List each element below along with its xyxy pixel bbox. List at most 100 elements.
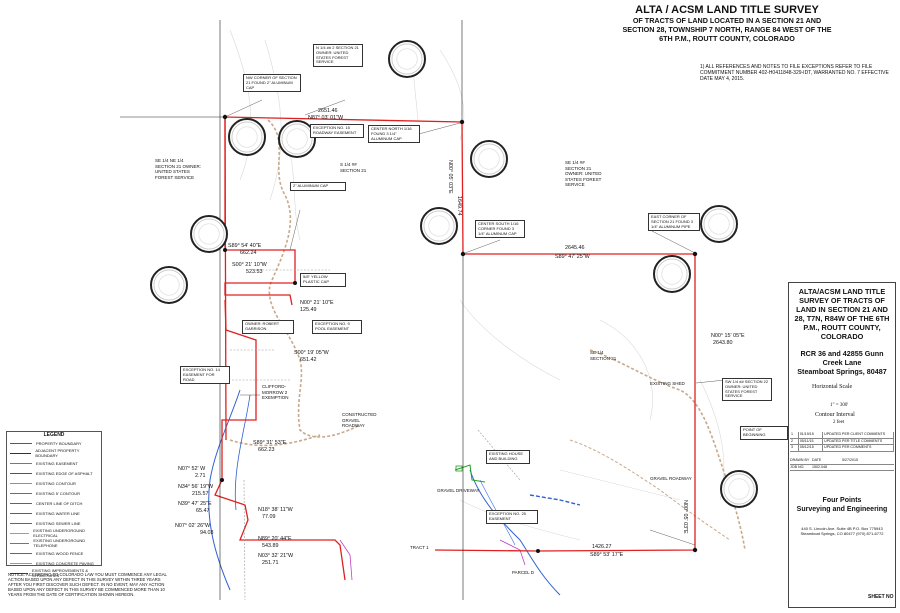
shed-label: EXISTING SHED: [650, 381, 685, 386]
title-line-3: SECTION 28, TOWNSHIP 7 NORTH, RANGE 84 W…: [622, 25, 832, 34]
general-note: 1) ALL REFERENCES AND NOTES TO FILE EXCE…: [700, 64, 889, 82]
legend-swatch: [10, 572, 28, 574]
gravel-roadway-path-3: [589, 349, 746, 551]
exception-label: EXCEPTION NO. 9 POOL EASEMENT: [312, 320, 362, 334]
point-of-beginning-label: POINT OF BEGINNING: [740, 426, 788, 440]
adjacent-boundaries: [120, 20, 464, 600]
title-block: ALTA/ACSM LAND TITLE SURVEY OF TRACTS OF…: [788, 282, 896, 608]
legend-item: ADJACENT PROPERTY BOUNDARY: [7, 448, 101, 458]
revision-date: 05/11/15: [799, 438, 824, 444]
bearing-label: N87° 03' 01"W: [308, 115, 344, 121]
bearing-label: N18° 38' 11"W: [258, 507, 293, 513]
legend-item-label: EXISTING WOOD FENCE: [36, 550, 84, 556]
gravel-roadway-path: [267, 119, 361, 438]
revision-desc: UPDATED PER COMMENTS: [823, 445, 894, 451]
bearing-distance: 543.89: [262, 543, 279, 549]
legend-item: EXISTING CONCRETE PAVING: [7, 558, 101, 568]
tract-label: TRACT 1: [410, 545, 429, 550]
legend: LEGEND PROPERTY BOUNDARY ADJACENT PROPERT…: [6, 431, 102, 578]
legend-swatch: [10, 502, 32, 504]
road-label: CONSTRUCTED GRAVEL ROADWAY: [342, 412, 377, 428]
contour-value: 2 feet: [833, 420, 845, 425]
legend-item-label: EXISTING UNDERGROUND ELECTRICAL: [33, 528, 85, 538]
leader-lines: [224, 99, 726, 546]
drawing-title: ALTA / ACSM LAND TITLE SURVEY OF TRACTS …: [612, 4, 842, 43]
legend-item-label: EXISTING WATER LINE: [36, 510, 80, 516]
legend-swatch: [10, 452, 32, 454]
legend-item: EXISTING EASEMENT: [7, 458, 101, 468]
bearing-distance: 251.71: [262, 560, 279, 566]
address-line-1: RCR 36 and 42855 Gunn: [800, 349, 884, 358]
corner-label: 2" ALUMINUM CAP: [290, 182, 346, 191]
legend-item: EXISTING WOOD FENCE: [7, 548, 101, 558]
title-line-1: ALTA / ACSM LAND TITLE SURVEY: [635, 4, 819, 16]
gravel-roadway-path-4: [569, 439, 731, 541]
water-line: [234, 394, 251, 511]
parcel-label: PARCEL D: [512, 570, 535, 575]
monument-markers: [220, 114, 698, 553]
bearing-distance: 523.53: [246, 269, 263, 275]
legend-item: EXISTING 5' CONTOUR: [7, 488, 101, 498]
bearing-label: N00° 15' 05"E: [711, 333, 745, 339]
company-line-2: Surveying and Engineering: [796, 506, 888, 513]
bearing-label: N89° 20' 44"E: [258, 536, 292, 542]
section-label: SE 1/4 ## SECTION 21 OWNER: UNITED STATE…: [565, 160, 602, 187]
bearing-label: N00° 05' 03"E: [682, 500, 688, 534]
title-block-heading: ALTA/ACSM LAND TITLE SURVEY OF TRACTS OF…: [794, 287, 890, 341]
bearing-distance: 125.49: [300, 307, 317, 313]
legend-rows: PROPERTY BOUNDARY ADJACENT PROPERTY BOUND…: [7, 438, 101, 578]
sewer-line: [454, 464, 486, 483]
legend-title: LEGEND: [43, 432, 65, 438]
legend-item: EXISTING SEWER LINE: [7, 518, 101, 528]
survey-seal: [278, 120, 316, 158]
scale-value: 1" = 300': [830, 403, 849, 408]
bearing-label: N00° 05' 03"E: [447, 160, 453, 194]
corner-label: NW CORNER OF SECTION 21 FOUND 2" ALUMINU…: [243, 74, 301, 93]
bearing-distance: 1649.74: [456, 196, 462, 216]
title-line-4: 6TH P.M., ROUTT COUNTY, COLORADO: [659, 34, 795, 43]
legend-item: EXISTING WATER LINE: [7, 508, 101, 518]
legend-item: EXISTING UNDERGROUND TELEPHONE: [7, 538, 101, 548]
revision-date: 01/19/15: [799, 432, 824, 438]
survey-seal: [388, 40, 426, 78]
bearing-label: S89° 31' 53"E: [253, 440, 287, 446]
date-value: 5/27/2015: [842, 458, 858, 462]
corner-label: CENTER NORTH 1/16 FOUND 3 1/4" ALUMINUM …: [368, 125, 420, 144]
legend-swatch: [10, 462, 32, 464]
drawn-by-label: DRAWN BY: [790, 458, 810, 462]
legend-swatch: [10, 482, 32, 484]
survey-seal: [190, 215, 228, 253]
legend-item: PROPERTY BOUNDARY: [7, 438, 101, 448]
survey-seal: [150, 266, 188, 304]
section-label: S 1/4 ## SECTION 21: [340, 162, 367, 173]
legend-swatch: [10, 552, 32, 554]
bearing-label: N00° 21' 10"E: [300, 300, 334, 306]
corner-label: CENTER SOUTH 1/16 CORNER FOUND 3 1/4" AL…: [475, 220, 525, 239]
job-value: 1502.048: [812, 464, 827, 469]
legend-swatch: [10, 442, 32, 444]
legend-swatch: [10, 542, 30, 544]
bearing-distance: 651.42: [300, 357, 317, 363]
survey-seal: [420, 207, 458, 245]
contour-interval-label: Contour Interval: [815, 412, 855, 418]
legal-notice: NOTICE: ACCORDING TO COLORADO LAW YOU MU…: [8, 572, 167, 597]
bearing-label: N39° 47' 25"E: [178, 501, 212, 507]
legend-item-label: EXISTING CONCRETE PAVING: [36, 560, 94, 566]
company-line-1: Four Points: [822, 497, 862, 504]
bearing-distance: 1426.27: [592, 544, 612, 550]
address-line-3: Steamboat Springs, 80487: [797, 367, 887, 376]
bearing-label: N03° 32' 21"W: [258, 553, 294, 559]
survey-seal: [700, 205, 738, 243]
legend-item-label: PROPERTY BOUNDARY: [36, 440, 82, 446]
survey-seal: [228, 118, 266, 156]
legend-swatch: [10, 522, 32, 524]
sheet-number-label: SHEET NO: [868, 594, 894, 600]
company-name: Four Points Surveying and Engineering: [792, 496, 892, 514]
legend-swatch: [10, 512, 32, 514]
bearing-distance: 94.03: [200, 530, 214, 536]
revision-date: 05/12/15: [799, 445, 824, 451]
